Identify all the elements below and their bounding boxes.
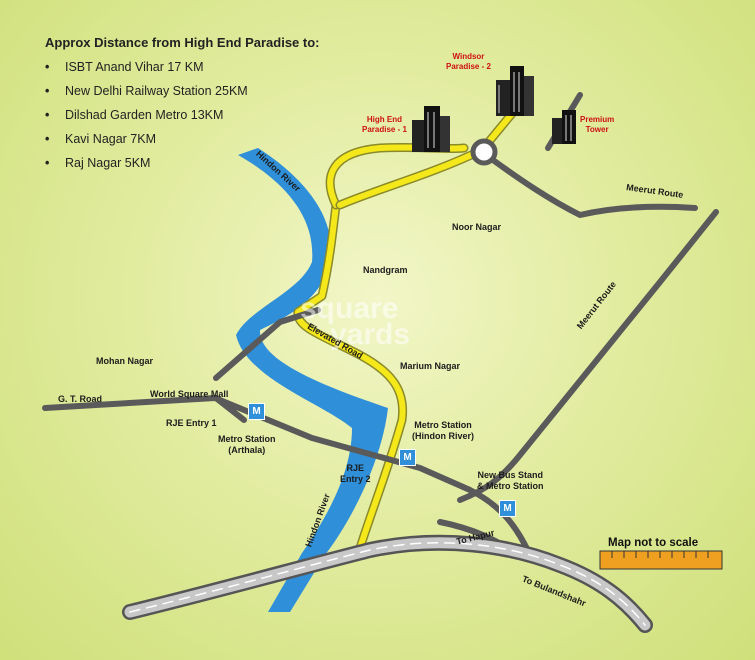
noor-nagar-label: Noor Nagar: [452, 222, 502, 232]
building-highend-icon: [412, 106, 450, 152]
mohan-nagar-label: Mohan Nagar: [96, 356, 154, 366]
watermark: square yards: [300, 292, 411, 351]
rje-entry2-label: RJE Entry 2: [340, 463, 371, 484]
list-item: •ISBT Anand Vihar 17 KM: [45, 60, 204, 74]
list-item: •New Delhi Railway Station 25KM: [45, 84, 248, 98]
list-item: •Kavi Nagar 7KM: [45, 132, 157, 146]
world-square-mall-label: World Square Mall: [150, 389, 229, 399]
building-premium-icon: [552, 110, 576, 144]
metro-arthala-label: Metro Station (Arthala): [218, 434, 276, 455]
scale-bar: [599, 550, 723, 570]
nandgram-label: Nandgram: [363, 265, 408, 275]
list-item: •Dilshad Garden Metro 13KM: [45, 108, 224, 122]
hindon-river: [236, 148, 388, 612]
list-item: •Raj Nagar 5KM: [45, 156, 151, 170]
marium-nagar-label: Marium Nagar: [400, 361, 461, 371]
windsor-paradise-label: Windsor Paradise - 2: [446, 52, 491, 71]
distance-list: •ISBT Anand Vihar 17 KM •New Delhi Railw…: [45, 60, 320, 170]
premium-tower-label: Premium Tower: [580, 115, 615, 134]
metro-icon: M: [399, 449, 416, 466]
gt-road-label: G. T. Road: [58, 394, 103, 404]
highend-paradise-label: High End Paradise - 1: [362, 115, 407, 134]
map-not-to-scale-label: Map not to scale: [608, 537, 699, 549]
bulandshahr-highway: [122, 534, 653, 633]
building-windsor-icon: [496, 66, 534, 116]
rje-entry1-label: RJE Entry 1: [166, 418, 217, 428]
metro-hindon-label: Metro Station (Hindon River): [412, 420, 474, 441]
legend-title: Approx Distance from High End Paradise t…: [45, 35, 320, 50]
metro-icon: M: [248, 403, 265, 420]
bus-stand-label: New Bus Stand & Metro Station: [477, 470, 544, 491]
metro-icon: M: [499, 500, 516, 517]
roundabout-icon: [470, 138, 498, 166]
distance-legend: Approx Distance from High End Paradise t…: [45, 35, 320, 180]
